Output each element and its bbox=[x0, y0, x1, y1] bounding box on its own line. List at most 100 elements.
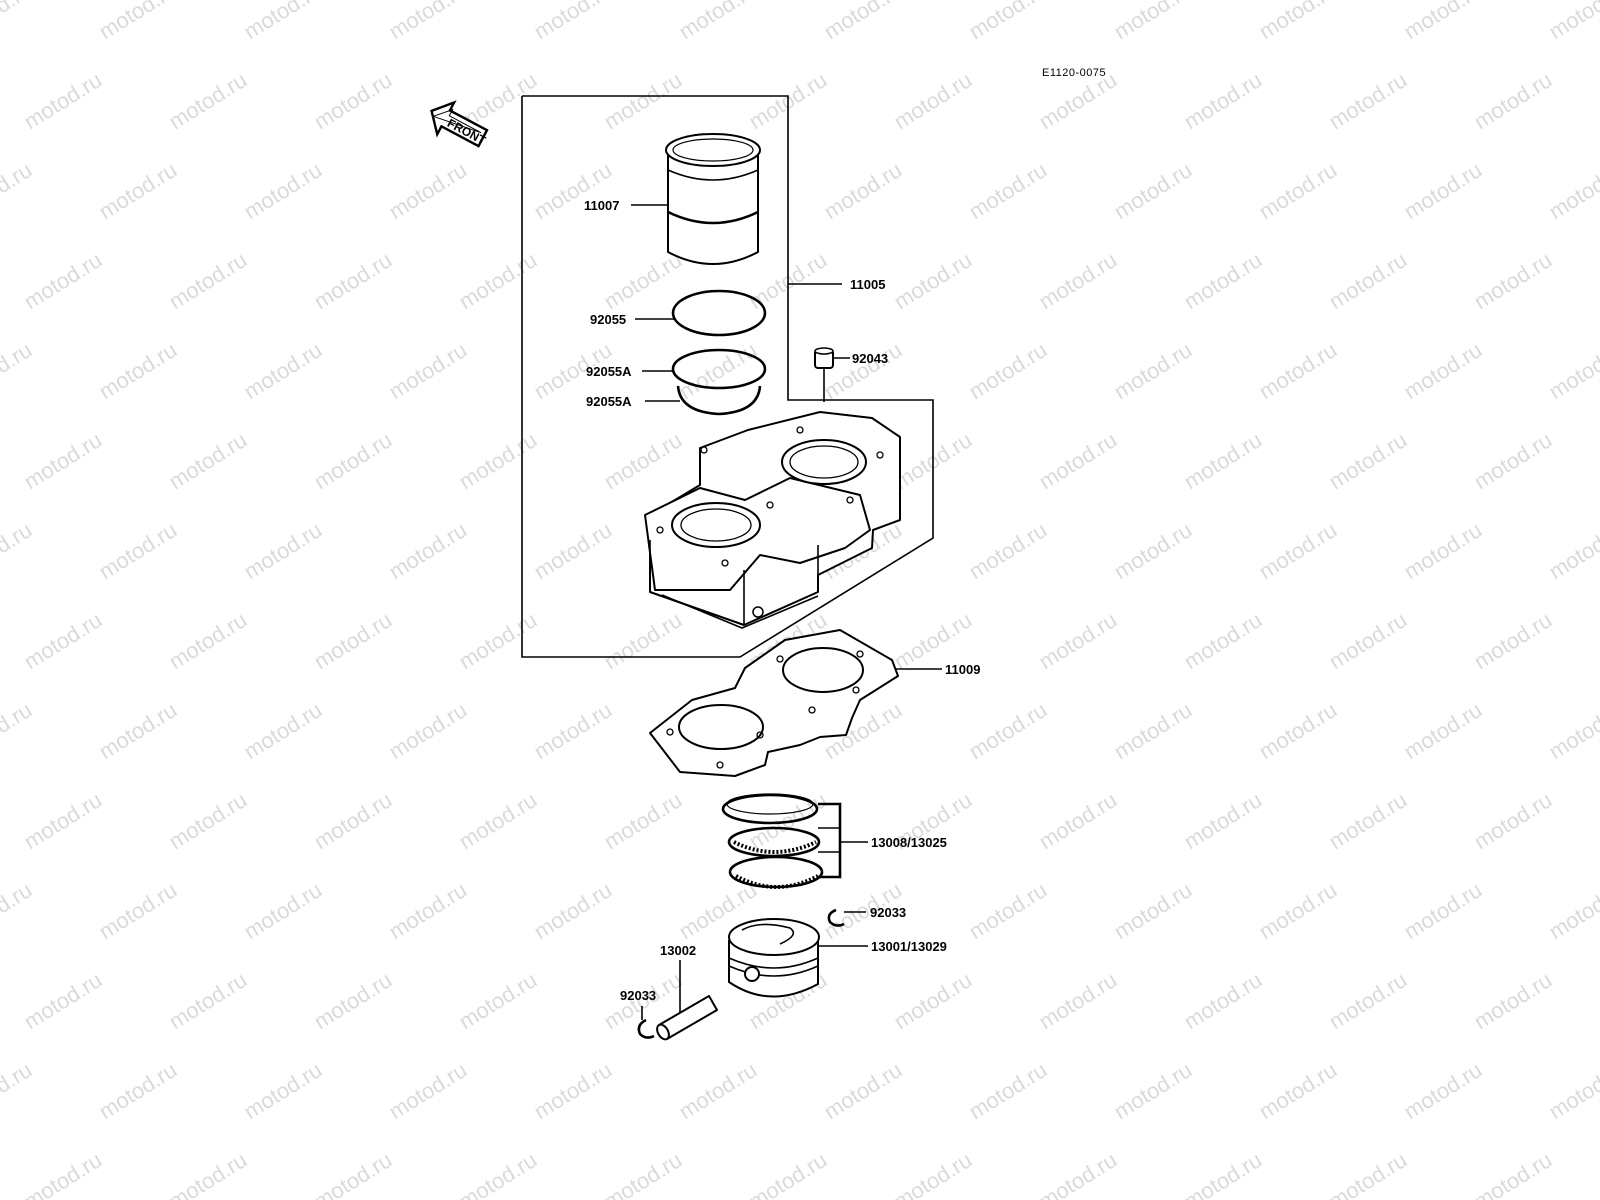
watermark-text: motod.ru bbox=[384, 1057, 471, 1124]
watermark-text: motod.ru bbox=[964, 157, 1051, 224]
watermark-text: motod.ru bbox=[529, 517, 616, 584]
label-92055: 92055 bbox=[590, 312, 626, 327]
watermark-text: motod.ru bbox=[384, 337, 471, 404]
watermark-text: motod.ru bbox=[1469, 607, 1556, 674]
watermark-text: motod.ru bbox=[819, 1057, 906, 1124]
watermark-text: motod.ru bbox=[529, 697, 616, 764]
watermark-text: motod.ru bbox=[674, 1057, 761, 1124]
watermark-text: motod.ru bbox=[454, 787, 541, 854]
watermark-text: motod.ru bbox=[599, 787, 686, 854]
watermark-text: motod.ru bbox=[454, 427, 541, 494]
watermark-text: motod.ru bbox=[1399, 157, 1486, 224]
watermark-text: motod.ru bbox=[1109, 0, 1196, 44]
watermark-text: motod.ru bbox=[94, 877, 181, 944]
watermark-text: motod.ru bbox=[309, 967, 396, 1034]
watermark-text: motod.ru bbox=[384, 0, 471, 44]
watermark-text: motod.ru bbox=[1254, 1057, 1341, 1124]
piston-ring-set bbox=[721, 793, 842, 889]
watermark-text: motod.ru bbox=[0, 697, 36, 764]
circlip-right bbox=[827, 908, 845, 927]
watermark-text: motod.ru bbox=[964, 877, 1051, 944]
watermark-text: motod.ru bbox=[744, 1147, 831, 1200]
watermark-text: motod.ru bbox=[599, 607, 686, 674]
label-92055A-lower: 92055A bbox=[586, 394, 632, 409]
watermark-text: motod.ru bbox=[1544, 337, 1600, 404]
watermark-text: motod.ru bbox=[164, 427, 251, 494]
dowel-pin bbox=[814, 347, 834, 402]
watermark-text: motod.ru bbox=[384, 877, 471, 944]
watermark-text: motod.ru bbox=[674, 0, 761, 44]
watermark-text: motod.ru bbox=[19, 67, 106, 134]
watermark-text: motod.ru bbox=[1179, 1147, 1266, 1200]
watermark-text: motod.ru bbox=[1324, 1147, 1411, 1200]
watermark-text: motod.ru bbox=[309, 427, 396, 494]
watermark-text: motod.ru bbox=[239, 1057, 326, 1124]
watermark-text: motod.ru bbox=[1324, 427, 1411, 494]
watermark-text: motod.ru bbox=[1109, 157, 1196, 224]
watermark-text: motod.ru bbox=[889, 247, 976, 314]
label-92043: 92043 bbox=[852, 351, 888, 366]
watermark-text: motod.ru bbox=[94, 157, 181, 224]
label-92033-left: 92033 bbox=[620, 988, 656, 1003]
watermark-text: motod.ru bbox=[1034, 1147, 1121, 1200]
watermark-text: motod.ru bbox=[1254, 877, 1341, 944]
watermark-text: motod.ru bbox=[454, 247, 541, 314]
watermark-text: motod.ru bbox=[1034, 787, 1121, 854]
watermark-text: motod.ru bbox=[454, 1147, 541, 1200]
watermark-text: motod.ru bbox=[1179, 247, 1266, 314]
watermark-text: motod.ru bbox=[19, 427, 106, 494]
watermark-text: motod.ru bbox=[1544, 697, 1600, 764]
watermark-text: motod.ru bbox=[964, 0, 1051, 44]
watermark-text: motod.ru bbox=[239, 517, 326, 584]
watermark-text: motod.ru bbox=[384, 517, 471, 584]
watermark-text: motod.ru bbox=[1544, 517, 1600, 584]
watermark-text: motod.ru bbox=[239, 157, 326, 224]
watermark-text: motod.ru bbox=[889, 67, 976, 134]
watermark-text: motod.ru bbox=[964, 1057, 1051, 1124]
watermark-text: motod.ru bbox=[19, 1147, 106, 1200]
watermark-text: motod.ru bbox=[164, 247, 251, 314]
watermark-text: motod.ru bbox=[529, 877, 616, 944]
watermark-text: motod.ru bbox=[1399, 0, 1486, 44]
watermark-text: motod.ru bbox=[309, 1147, 396, 1200]
watermark-text: motod.ru bbox=[1399, 697, 1486, 764]
o-ring-pair bbox=[671, 348, 767, 416]
label-13008-13025: 13008/13025 bbox=[871, 835, 947, 850]
watermark-text: motod.ru bbox=[964, 517, 1051, 584]
cylinder-block bbox=[644, 411, 901, 629]
diagram-code: E1120-0075 bbox=[1042, 67, 1106, 79]
watermark-text: motod.ru bbox=[1469, 67, 1556, 134]
watermark-text: motod.ru bbox=[1179, 787, 1266, 854]
watermark-text: motod.ru bbox=[309, 67, 396, 134]
watermark-text: motod.ru bbox=[239, 697, 326, 764]
watermark-text: motod.ru bbox=[0, 0, 36, 44]
watermark-text: motod.ru bbox=[1109, 337, 1196, 404]
watermark-text: motod.ru bbox=[239, 337, 326, 404]
watermark-text: motod.ru bbox=[1109, 1057, 1196, 1124]
watermark-text: motod.ru bbox=[19, 787, 106, 854]
watermark-text: motod.ru bbox=[819, 0, 906, 44]
watermark-text: motod.ru bbox=[1399, 877, 1486, 944]
head-gasket bbox=[649, 629, 899, 777]
watermark-text: motod.ru bbox=[1469, 247, 1556, 314]
watermark-text: motod.ru bbox=[1109, 697, 1196, 764]
label-11007: 11007 bbox=[584, 198, 619, 213]
leader-lines bbox=[631, 204, 942, 1020]
label-13002: 13002 bbox=[660, 943, 696, 958]
watermark-text: motod.ru bbox=[309, 787, 396, 854]
watermark-text: motod.ru bbox=[239, 0, 326, 44]
watermark-text: motod.ru bbox=[19, 607, 106, 674]
watermark-text: motod.ru bbox=[889, 967, 976, 1034]
watermark-text: motod.ru bbox=[94, 0, 181, 44]
watermark-text: motod.ru bbox=[1544, 157, 1600, 224]
watermark-text: motod.ru bbox=[1469, 427, 1556, 494]
watermark-text: motod.ru bbox=[1469, 967, 1556, 1034]
watermark-text: motod.ru bbox=[1254, 337, 1341, 404]
watermark-text: motod.ru bbox=[19, 967, 106, 1034]
piston-pin bbox=[656, 995, 718, 1041]
watermark-text: motod.ru bbox=[964, 697, 1051, 764]
label-11009: 11009 bbox=[945, 662, 980, 677]
watermark-text: motod.ru bbox=[599, 427, 686, 494]
watermark-text: motod.ru bbox=[1544, 877, 1600, 944]
watermark-text: motod.ru bbox=[164, 67, 251, 134]
